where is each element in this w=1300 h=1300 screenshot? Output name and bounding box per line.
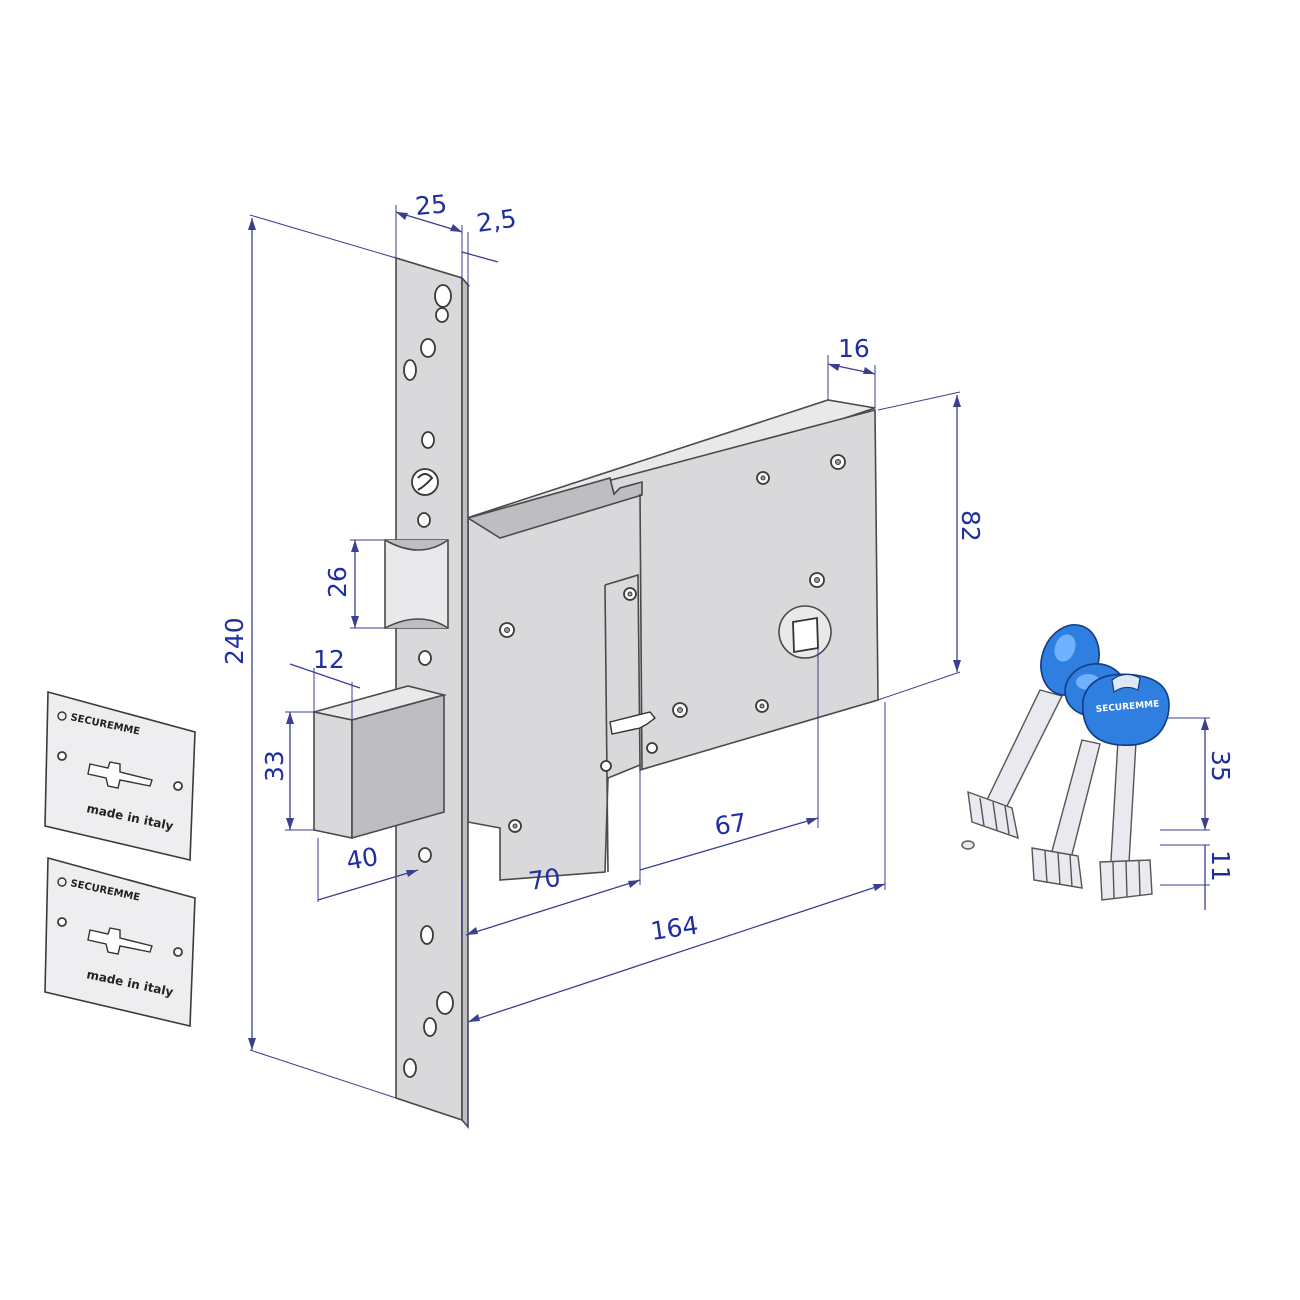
- dim-latch-height: 26: [323, 566, 352, 598]
- dim-spindle-distance: 67: [713, 808, 749, 841]
- deadbolt: [313, 685, 448, 840]
- dim-faceplate-width: 25: [414, 189, 448, 221]
- dimension-labels: 25 2,5 16 82 240 26 12 33 40 70 67 164 3…: [220, 189, 1235, 946]
- dim-case-depth: 16: [838, 334, 870, 363]
- dim-key-head-length: 35: [1206, 750, 1235, 782]
- dim-faceplate-thickness: 2,5: [475, 204, 518, 238]
- dim-deadbolt-height: 33: [260, 750, 289, 782]
- dim-backset-latch: 70: [527, 863, 563, 896]
- faceplate-holes: [403, 284, 454, 1078]
- key-set: SECUREMME: [961, 624, 1170, 901]
- key-3-blade: [1109, 739, 1137, 881]
- dim-key-bit-width: 11: [1206, 850, 1235, 882]
- dim-case-height: 82: [956, 510, 985, 542]
- dimension-lines: [249, 205, 1210, 1127]
- screw-emblem-icon: [411, 468, 439, 496]
- dim-deadbolt-throw: 40: [344, 842, 380, 876]
- escutcheon-plate-2: SECUREMME made in italy: [44, 856, 196, 1028]
- key-3-head-icon: SECUREMME: [1082, 673, 1170, 747]
- dim-case-length: 164: [649, 911, 700, 946]
- key-2-bit: [1031, 847, 1083, 889]
- key-1-blade: [984, 689, 1064, 811]
- escutcheon-plate-1: SECUREMME made in italy: [44, 690, 196, 862]
- key-3-bit: [1099, 859, 1153, 901]
- key-2-blade: [1047, 739, 1101, 871]
- key-1-bit: [961, 790, 1019, 850]
- lock-case: [466, 399, 879, 881]
- latch-bolt: [384, 539, 449, 629]
- dim-deadbolt-offset: 12: [313, 645, 345, 674]
- dim-total-height: 240: [220, 617, 249, 665]
- dimension-arrows: [248, 212, 1209, 1050]
